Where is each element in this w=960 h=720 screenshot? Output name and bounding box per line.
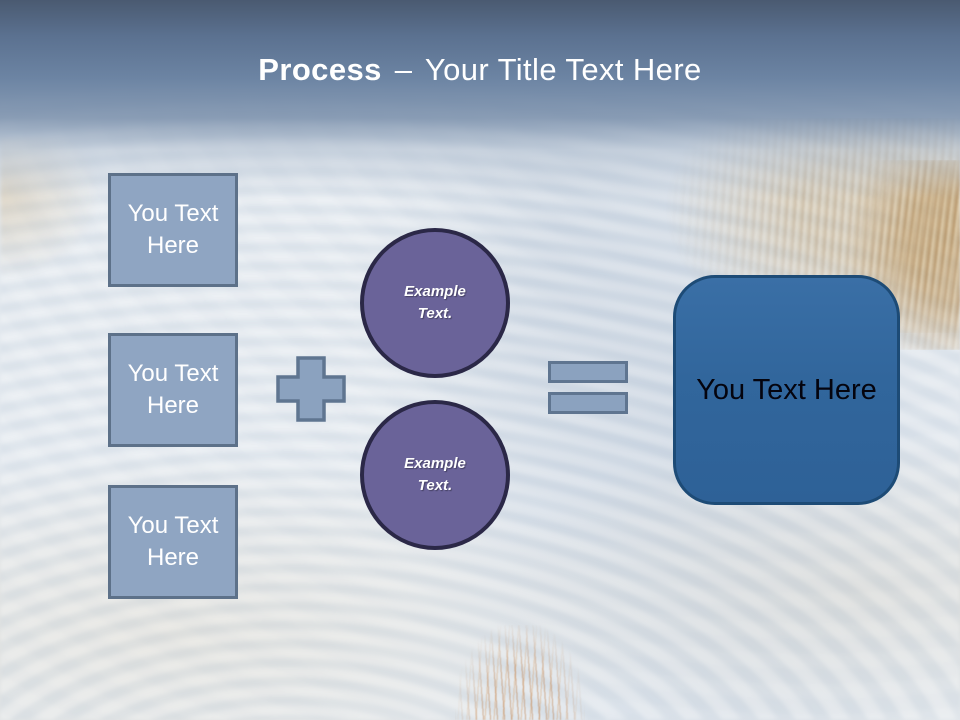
example-circle-2: Example Text. (360, 400, 510, 550)
equals-icon (548, 361, 628, 414)
plus-icon-shape (276, 356, 346, 422)
input-box-3: You Text Here (108, 485, 238, 599)
example-circle-1: Example Text. (360, 228, 510, 378)
equals-bar-top (548, 361, 628, 383)
input-box-2: You Text Here (108, 333, 238, 447)
grass-sprigs-texture (455, 625, 585, 720)
example-circle-1-label: Example Text. (404, 283, 466, 322)
input-box-1: You Text Here (108, 173, 238, 287)
result-box-label: You Text Here (696, 373, 877, 406)
input-box-2-label: You Text Here (127, 360, 219, 419)
title-emphasis: Process (258, 52, 382, 87)
result-box: You Text Here (673, 275, 900, 505)
title-text: Your Title Text Here (424, 52, 702, 87)
title-band-gradient (0, 0, 960, 200)
slide-title: Process – Your Title Text Here (0, 52, 960, 88)
plus-icon (276, 356, 346, 422)
input-box-3-label: You Text Here (127, 512, 219, 571)
input-box-1-label: You Text Here (127, 200, 219, 259)
title-separator: – (394, 52, 413, 87)
equals-bar-bottom (548, 392, 628, 414)
example-circle-2-label: Example Text. (404, 455, 466, 494)
